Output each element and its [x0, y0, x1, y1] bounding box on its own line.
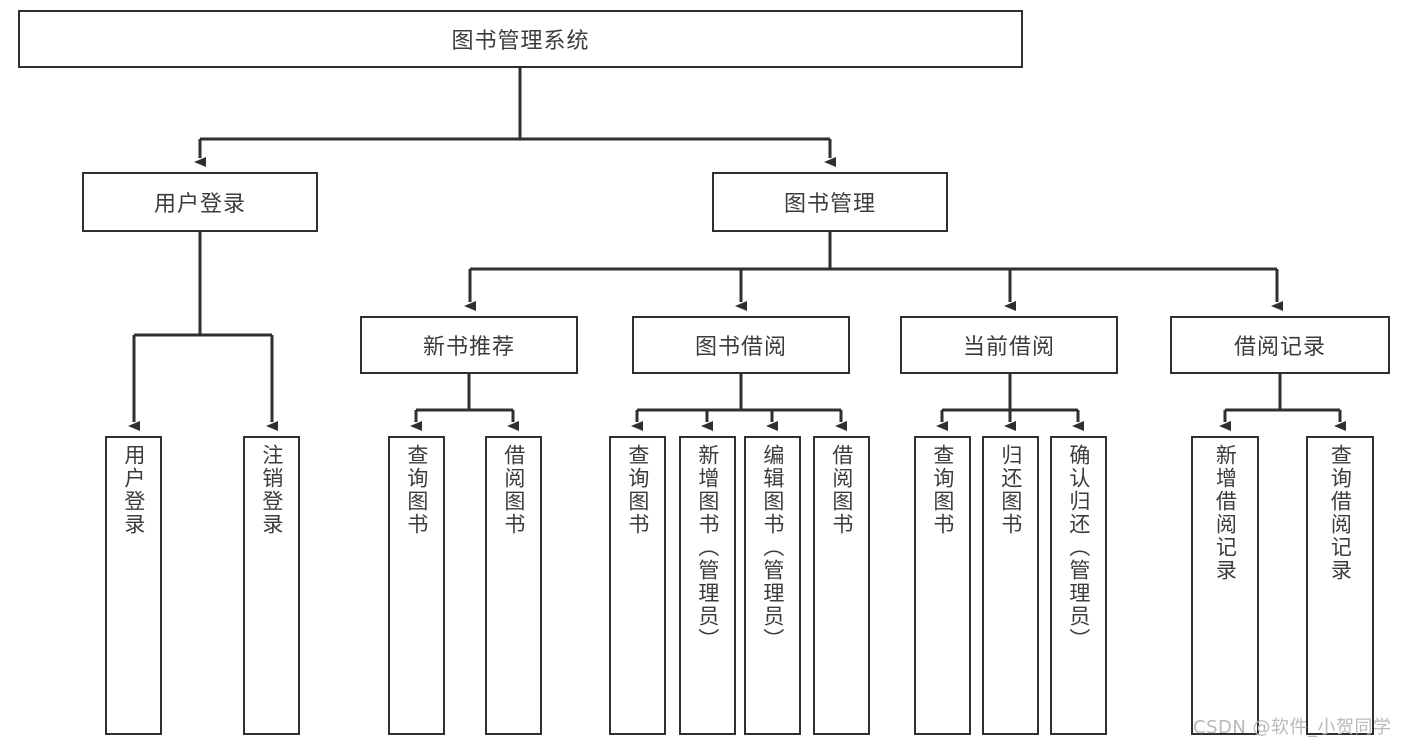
leaf-add-record-label: 新增借阅记录 — [1213, 444, 1238, 582]
node-root-label: 图书管理系统 — [451, 29, 590, 54]
leaf-user-login[interactable]: 用户登录 — [105, 436, 162, 735]
leaf-add-book-label: 新增图书（管理员） — [695, 444, 720, 651]
leaf-return-book[interactable]: 归还图书 — [982, 436, 1039, 735]
leaf-query-book-rec-label: 查询图书 — [404, 444, 429, 536]
leaf-borrow-book-rec-label: 借阅图书 — [501, 444, 526, 536]
leaf-borrow-book-br-label: 借阅图书 — [829, 444, 854, 536]
leaf-return-book-label: 归还图书 — [998, 444, 1023, 536]
leaf-edit-book[interactable]: 编辑图书（管理员） — [744, 436, 801, 735]
leaf-add-book[interactable]: 新增图书（管理员） — [679, 436, 736, 735]
leaf-query-book-cb-label: 查询图书 — [930, 444, 955, 536]
leaf-add-record[interactable]: 新增借阅记录 — [1191, 436, 1259, 735]
leaf-confirm-return-label: 确认归还（管理员） — [1066, 444, 1091, 651]
node-root[interactable]: 图书管理系统 — [18, 10, 1023, 68]
leaf-user-logout[interactable]: 注销登录 — [243, 436, 300, 735]
watermark: CSDN @软件_小贺同学 — [1193, 717, 1392, 738]
leaf-query-book-br-label: 查询图书 — [625, 444, 650, 536]
node-current-borrow-label: 当前借阅 — [962, 335, 1055, 360]
leaf-edit-book-label: 编辑图书（管理员） — [760, 444, 785, 651]
node-user-login-label: 用户登录 — [153, 192, 246, 217]
leaf-query-record-label: 查询借阅记录 — [1328, 444, 1353, 582]
leaf-user-logout-label: 注销登录 — [259, 444, 284, 536]
leaf-query-book-cb[interactable]: 查询图书 — [914, 436, 971, 735]
node-borrow-record-label: 借阅记录 — [1233, 335, 1326, 360]
leaf-user-login-label: 用户登录 — [121, 444, 146, 536]
node-book-borrow-label: 图书借阅 — [694, 335, 787, 360]
node-user-login[interactable]: 用户登录 — [82, 172, 318, 232]
leaf-confirm-return[interactable]: 确认归还（管理员） — [1050, 436, 1107, 735]
node-book-manage[interactable]: 图书管理 — [712, 172, 948, 232]
node-book-manage-label: 图书管理 — [783, 192, 876, 217]
leaf-query-book-br[interactable]: 查询图书 — [609, 436, 666, 735]
node-new-book-rec[interactable]: 新书推荐 — [360, 316, 578, 374]
node-current-borrow[interactable]: 当前借阅 — [900, 316, 1118, 374]
leaf-borrow-book-rec[interactable]: 借阅图书 — [485, 436, 542, 735]
leaf-query-book-rec[interactable]: 查询图书 — [388, 436, 445, 735]
node-borrow-record[interactable]: 借阅记录 — [1170, 316, 1390, 374]
node-book-borrow[interactable]: 图书借阅 — [632, 316, 850, 374]
leaf-borrow-book-br[interactable]: 借阅图书 — [813, 436, 870, 735]
node-new-book-rec-label: 新书推荐 — [422, 335, 515, 360]
leaf-query-record[interactable]: 查询借阅记录 — [1306, 436, 1374, 735]
